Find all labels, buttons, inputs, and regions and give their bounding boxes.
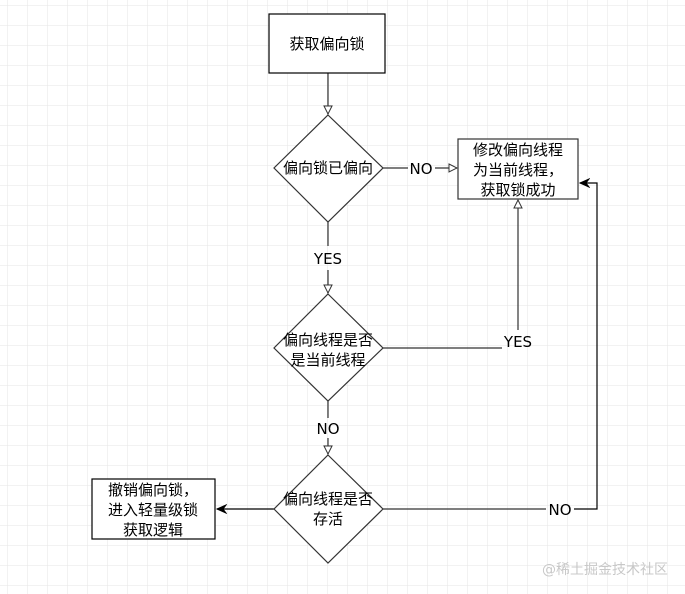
label-thread-yes: YES <box>503 333 532 351</box>
node-start-label: 获取偏向锁 <box>289 35 364 53</box>
node-check-thread-line2: 是当前线程 <box>290 351 365 369</box>
node-set-thread-line1: 修改偏向线程 <box>473 141 563 159</box>
node-check-alive-line2: 存活 <box>313 510 343 528</box>
label-biased-no: NO <box>409 160 432 178</box>
label-biased-yes: YES <box>313 250 342 268</box>
node-set-thread-line3: 获取锁成功 <box>480 181 555 199</box>
watermark: @稀土掘金技术社区 <box>542 562 668 578</box>
node-revoke[interactable]: 撤销偏向锁， 进入轻量级锁 获取逻辑 <box>91 478 216 540</box>
edge-alive-no-b <box>574 183 598 510</box>
node-check-thread[interactable]: 偏向线程是否 是当前线程 <box>273 293 384 402</box>
label-alive-no: NO <box>548 501 571 519</box>
node-set-thread[interactable]: 修改偏向线程 为当前线程， 获取锁成功 <box>457 138 579 200</box>
node-set-thread-line2: 为当前线程， <box>473 161 563 179</box>
node-start[interactable]: 获取偏向锁 <box>268 13 386 74</box>
node-revoke-line1: 撤销偏向锁， <box>108 481 198 499</box>
node-check-thread-line1: 偏向线程是否 <box>283 331 373 349</box>
label-thread-no: NO <box>316 420 339 438</box>
node-revoke-line2: 进入轻量级锁 <box>108 501 198 519</box>
node-check-biased[interactable]: 偏向锁已偏向 <box>273 114 384 223</box>
node-revoke-line3: 获取逻辑 <box>123 521 183 539</box>
node-check-alive[interactable]: 偏向线程是否 存活 <box>273 454 384 564</box>
node-check-biased-label: 偏向锁已偏向 <box>283 159 373 177</box>
node-check-alive-line1: 偏向线程是否 <box>283 490 373 508</box>
